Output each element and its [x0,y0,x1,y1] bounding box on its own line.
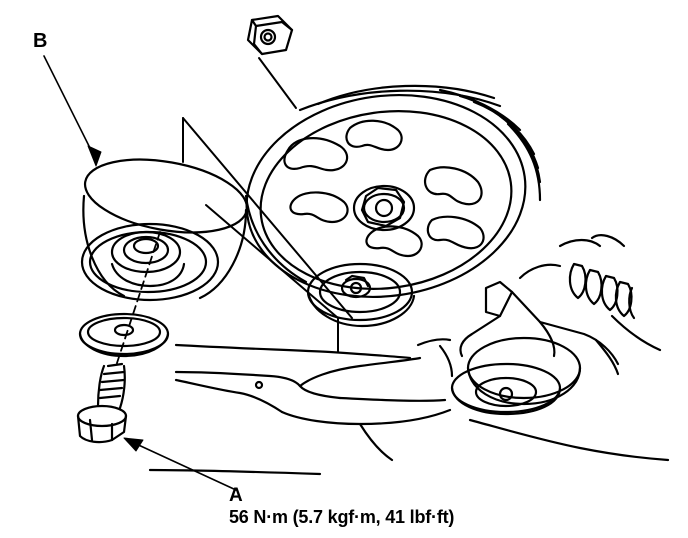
callout-arrow-b [43,55,102,167]
washer [78,312,170,358]
crank-pulley [244,84,542,299]
lower-right-pulley [450,263,620,416]
part-label-a: A [229,485,243,506]
top-nut [246,14,294,56]
ribbed-component [558,234,662,376]
small-pulley [306,262,416,328]
part-label-b: B [33,30,48,52]
bolt [76,362,128,444]
torque-spec: 56 N·m (5.7 kgf·m, 41 lbf·ft) [229,507,455,527]
idler-pulley [80,158,249,302]
callout-arrow-a [123,437,237,491]
center-line [115,231,161,367]
engine-block-outline [148,338,670,476]
